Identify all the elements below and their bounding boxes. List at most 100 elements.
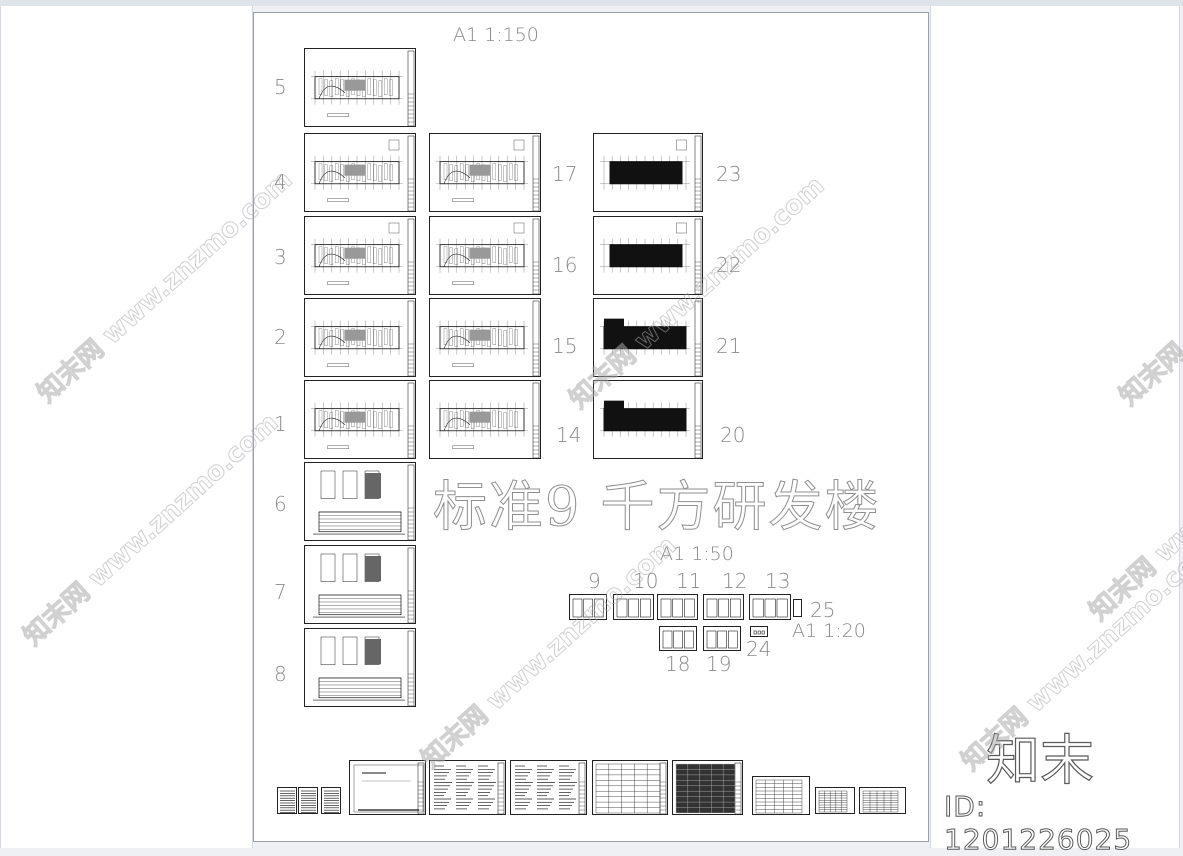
sheet-number-label: 2 bbox=[274, 325, 287, 349]
drawing-sheet-graphic bbox=[862, 790, 899, 813]
drawing-sheet-thumbnail[interactable] bbox=[304, 133, 416, 212]
drawing-sheet-thumbnail[interactable] bbox=[304, 380, 416, 459]
sheet-number-label: 15 bbox=[552, 334, 578, 358]
drawing-sheet-graphic bbox=[311, 382, 415, 458]
scale-label-a1-50: A1 1:50 bbox=[660, 543, 734, 565]
drawing-sheet-thumbnail[interactable] bbox=[429, 216, 541, 295]
scale-label-a1-150: A1 1:150 bbox=[453, 24, 539, 46]
drawing-sheet-thumbnail[interactable] bbox=[277, 787, 297, 814]
sheet-number-label: 18 bbox=[665, 652, 691, 676]
sheet-number-label: 13 bbox=[765, 569, 791, 593]
sheet-number-label: 12 bbox=[722, 569, 748, 593]
drawing-sheet-thumbnail[interactable] bbox=[749, 594, 791, 620]
drawing-sheet-thumbnail[interactable] bbox=[304, 462, 416, 541]
drawing-sheet-thumbnail[interactable] bbox=[657, 594, 698, 620]
sheet-number-label: 1 bbox=[274, 412, 287, 436]
sheet-number-label: 19 bbox=[706, 652, 732, 676]
drawing-sheet-graphic bbox=[600, 300, 702, 376]
drawing-title: 标准9 千方研发楼 bbox=[433, 475, 881, 539]
drawing-sheet-thumbnail[interactable] bbox=[752, 776, 810, 815]
drawing-sheet-graphic bbox=[311, 300, 415, 376]
drawing-sheet-thumbnail[interactable] bbox=[593, 298, 703, 377]
drawing-sheet-thumbnail[interactable] bbox=[659, 626, 697, 651]
sheet-number-label: 22 bbox=[716, 253, 742, 277]
drawing-sheet-graphic bbox=[436, 135, 540, 211]
drawing-sheet-graphic bbox=[436, 300, 540, 376]
drawing-sheet-graphic bbox=[600, 218, 702, 294]
drawing-sheet-graphic bbox=[794, 600, 802, 617]
sheet-number-label: 5 bbox=[274, 75, 287, 99]
drawing-sheet-thumbnail[interactable] bbox=[304, 628, 416, 707]
drawing-sheet-thumbnail[interactable] bbox=[510, 760, 587, 815]
drawing-sheet-thumbnail[interactable] bbox=[304, 216, 416, 295]
drawing-sheet-graphic bbox=[353, 762, 425, 814]
drawing-sheet-graphic bbox=[752, 598, 788, 618]
drawing-sheet-thumbnail[interactable] bbox=[859, 787, 906, 814]
sheet-number-label: 10 bbox=[633, 569, 659, 593]
brand-logo-text: 知末 bbox=[985, 728, 1094, 792]
sheet-number-label: 7 bbox=[274, 580, 287, 604]
drawing-sheet-graphic bbox=[753, 630, 765, 635]
drawing-sheet-graphic bbox=[313, 630, 415, 706]
drawing-sheet-thumbnail[interactable] bbox=[750, 626, 768, 637]
drawing-sheet-thumbnail[interactable] bbox=[672, 760, 743, 815]
drawing-sheet-graphic bbox=[660, 598, 695, 618]
sheet-number-label: 17 bbox=[552, 162, 578, 186]
left-blank-panel bbox=[7, 6, 253, 848]
drawing-sheet-graphic bbox=[662, 630, 694, 649]
sheet-number-label: 21 bbox=[716, 334, 742, 358]
drawing-sheet-thumbnail[interactable] bbox=[349, 760, 426, 815]
drawing-sheet-graphic bbox=[313, 547, 415, 623]
sheet-number-label: 20 bbox=[720, 423, 746, 447]
drawing-sheet-thumbnail[interactable] bbox=[815, 787, 855, 814]
drawing-sheet-graphic bbox=[436, 218, 540, 294]
drawing-sheet-thumbnail[interactable] bbox=[592, 760, 668, 815]
drawing-sheet-graphic bbox=[436, 382, 540, 458]
drawing-sheet-graphic bbox=[280, 790, 295, 813]
drawing-sheet-thumbnail[interactable] bbox=[703, 626, 741, 651]
drawing-sheet-thumbnail[interactable] bbox=[429, 760, 506, 815]
drawing-sheet-graphic bbox=[515, 762, 586, 814]
drawing-sheet-graphic bbox=[616, 598, 651, 618]
scale-label-a1-20: A1 1:20 bbox=[792, 620, 866, 642]
drawing-sheet-thumbnail[interactable] bbox=[613, 594, 654, 620]
sheet-number-label: 8 bbox=[274, 662, 287, 686]
sheet-number-label: 24 bbox=[746, 637, 772, 661]
drawing-sheet-graphic bbox=[311, 50, 415, 126]
drawing-sheet-thumbnail[interactable] bbox=[593, 133, 703, 212]
sheet-number-label: 14 bbox=[556, 423, 582, 447]
drawing-sheet-graphic bbox=[818, 790, 848, 813]
drawing-sheet-graphic bbox=[600, 135, 702, 211]
sheet-number-label: 9 bbox=[588, 569, 601, 593]
sheet-number-label: 6 bbox=[274, 492, 287, 516]
drawing-sheet-thumbnail[interactable] bbox=[304, 298, 416, 377]
drawing-sheet-thumbnail[interactable] bbox=[298, 787, 318, 814]
drawing-sheet-thumbnail[interactable] bbox=[429, 380, 541, 459]
top-bar bbox=[0, 0, 1183, 6]
sheet-number-label: 16 bbox=[552, 253, 578, 277]
drawing-sheet-thumbnail[interactable] bbox=[703, 594, 744, 620]
drawing-sheet-thumbnail[interactable] bbox=[304, 545, 416, 624]
drawing-sheet-graphic bbox=[324, 790, 339, 813]
drawing-sheet-graphic bbox=[595, 762, 667, 814]
drawing-sheet-graphic bbox=[706, 630, 738, 649]
drawing-sheet-graphic bbox=[301, 790, 316, 813]
drawing-sheet-thumbnail[interactable] bbox=[569, 594, 607, 620]
drawing-sheet-thumbnail[interactable] bbox=[321, 787, 341, 814]
drawing-sheet-thumbnail[interactable] bbox=[593, 380, 703, 459]
drawing-sheet-graphic bbox=[600, 382, 702, 458]
drawing-sheet-thumbnail[interactable] bbox=[429, 133, 541, 212]
drawing-sheet-graphic bbox=[755, 779, 803, 814]
drawing-sheet-thumbnail[interactable] bbox=[593, 216, 703, 295]
drawing-sheet-graphic bbox=[434, 762, 505, 814]
drawing-sheet-graphic bbox=[313, 464, 415, 540]
drawing-sheet-thumbnail[interactable] bbox=[793, 599, 802, 617]
drawing-sheet-thumbnail[interactable] bbox=[304, 48, 416, 127]
sheet-number-label: 4 bbox=[274, 170, 287, 194]
sheet-number-label: 25 bbox=[810, 598, 836, 622]
drawing-sheet-graphic bbox=[675, 762, 742, 814]
right-blank-panel bbox=[930, 6, 1180, 848]
drawing-sheet-thumbnail[interactable] bbox=[429, 298, 541, 377]
sheet-number-label: 11 bbox=[676, 569, 702, 593]
drawing-sheet-graphic bbox=[311, 135, 415, 211]
